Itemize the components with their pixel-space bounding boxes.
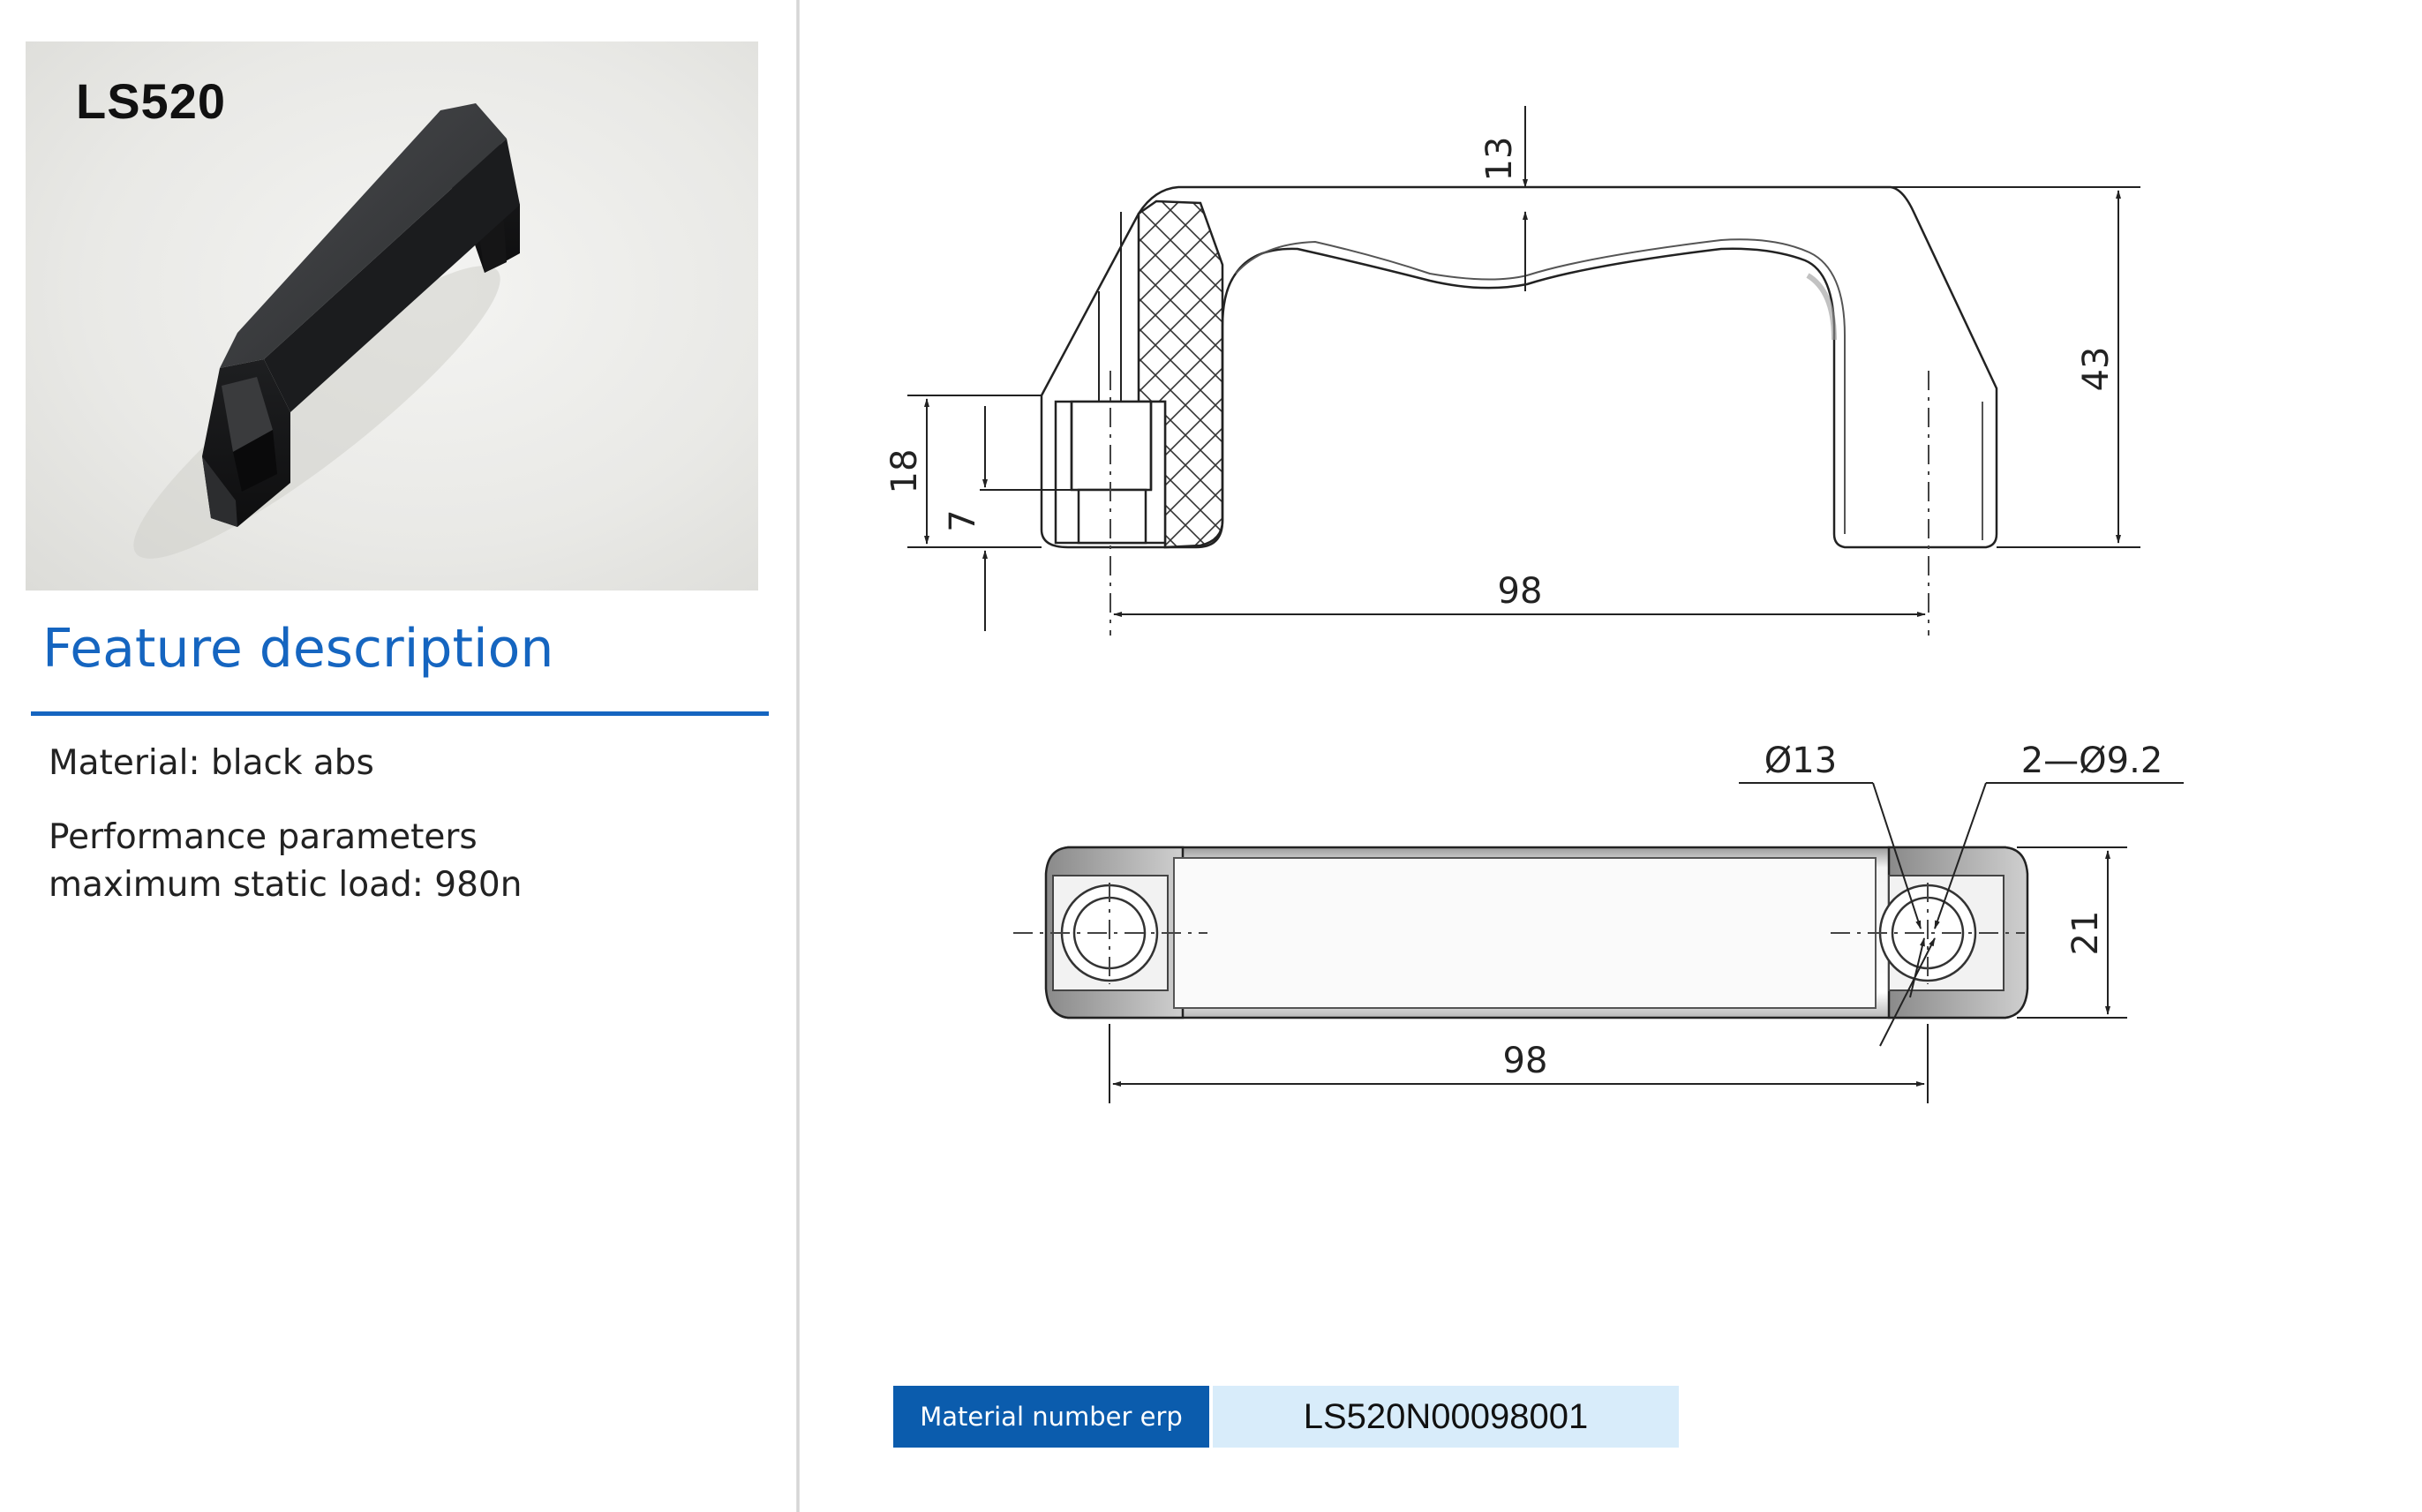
spec-material: Material: black abs <box>49 743 374 783</box>
spec-performance-heading: Performance parameters <box>49 817 478 857</box>
dim-hole-spacing-side: 98 <box>1498 571 1543 612</box>
dim-hole-spacing-top: 98 <box>1503 1041 1548 1081</box>
dim-top-thickness: 13 <box>1479 137 1520 182</box>
material-number-value: LS520N00098001 <box>1213 1386 1679 1448</box>
spec-max-load: maximum static load: 980n <box>49 865 523 905</box>
material-number-label: Material number erp <box>893 1386 1209 1448</box>
side-view <box>1040 185 1998 549</box>
dim-width: 21 <box>2065 911 2106 956</box>
dim-counterbore-diameter: Ø13 <box>1764 741 1837 781</box>
product-model-label: LS520 <box>76 73 226 129</box>
heading-underline <box>31 711 769 716</box>
handle-photo-illustration <box>133 103 520 559</box>
dim-overall-height: 43 <box>2076 347 2117 392</box>
dim-base-height: 18 <box>884 449 925 494</box>
dim-counterbore-depth: 7 <box>943 509 983 531</box>
dim-hole-diameter: 2—Ø9.2 <box>2021 741 2163 781</box>
product-photo: LS520 <box>26 41 758 591</box>
feature-description-heading: Feature description <box>42 618 554 680</box>
top-view <box>1044 846 2029 1019</box>
panel-divider <box>796 0 800 1512</box>
